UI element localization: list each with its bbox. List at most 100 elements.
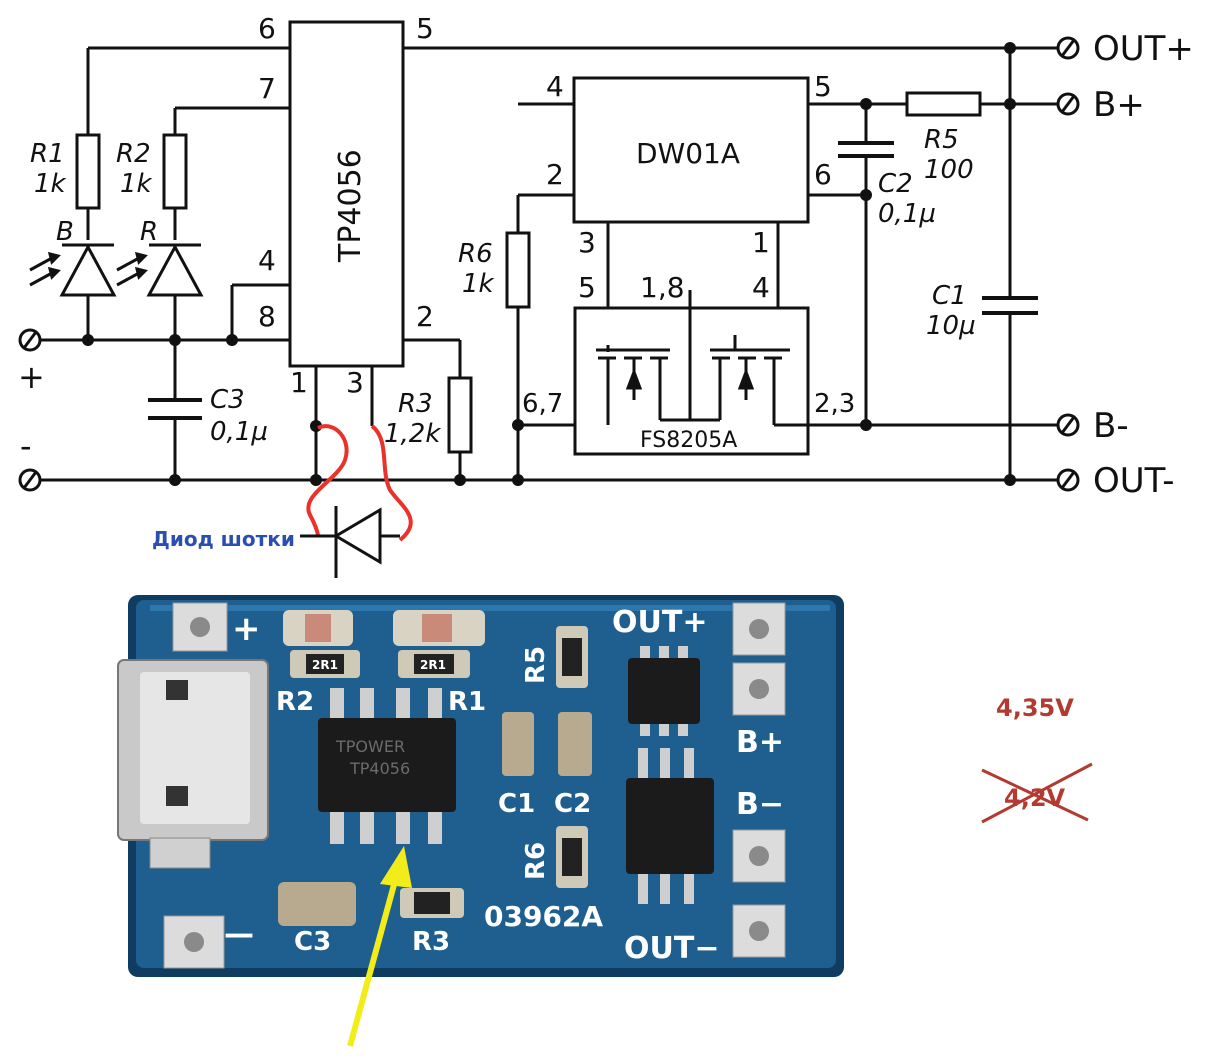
capacitor-c3: C3 0,1µ: [148, 385, 268, 447]
capacitor-c2: C2 0,1µ: [838, 141, 936, 229]
terminal-in-plus: +: [18, 328, 45, 396]
pcb-c2-label: C2: [554, 789, 591, 819]
ic-dw01a: DW01A 4 5 2 6 3 1: [546, 70, 832, 259]
schottky-diode: Диод шотки: [152, 424, 413, 578]
dw01a-pin2: 2: [546, 158, 564, 191]
pcb-r-code-2: 2R1: [420, 658, 446, 672]
pcb-b-minus-label: B−: [736, 787, 784, 822]
pcb-r1-label: R1: [448, 687, 486, 717]
pcb-out-minus-label: OUT−: [624, 931, 719, 966]
ic-dw01a-label: DW01A: [636, 137, 740, 170]
resistor-r6: R6 1k: [458, 231, 531, 309]
schottky-label: Диод шотки: [152, 527, 295, 551]
usb-connector: [117, 659, 269, 869]
terminal-b-plus: B+: [1056, 85, 1145, 125]
terminal-in-minus-label: -: [20, 427, 32, 465]
terminal-b-minus-label: B-: [1093, 406, 1129, 446]
resistor-r3: R3 1,2k: [384, 376, 473, 454]
led-blue: B: [29, 217, 117, 297]
terminal-in-plus-label: +: [18, 358, 45, 396]
c1-value: 10µ: [926, 311, 976, 341]
tp4056-pin4: 4: [258, 244, 276, 277]
ic-tp4056: TP4056 6 5 7 4 8 2 1 3: [258, 12, 434, 399]
junction-dots: [82, 42, 1016, 486]
pcb-chip-brand: TPOWER: [335, 737, 405, 756]
r1-value: 1k: [34, 169, 67, 199]
resistor-r5: R5 100: [905, 91, 982, 185]
pcb-chip-mark: TP4056: [349, 759, 410, 778]
led-b-label: B: [56, 217, 74, 247]
terminal-out-plus: OUT+: [1056, 29, 1194, 69]
fs8205a-pin5: 5: [578, 271, 596, 304]
r6-value: 1k: [462, 269, 495, 299]
ic-tp4056-label: TP4056: [333, 149, 368, 263]
pcb-minus-label: —: [224, 917, 254, 952]
fs8205a-pin23: 2,3: [814, 389, 855, 419]
r2-value: 1k: [120, 169, 153, 199]
r5-value: 100: [924, 155, 974, 185]
old-voltage-label: 4,2V: [1004, 784, 1066, 812]
pcb-leds: [283, 610, 485, 646]
dw01a-pin1: 1: [752, 226, 770, 259]
terminal-out-plus-label: OUT+: [1093, 29, 1194, 69]
pcb-chip-dw01a: [628, 646, 700, 736]
resistor-r1: R1 1k: [30, 133, 101, 210]
pcb-r3-label: R3: [412, 927, 450, 957]
terminal-b-minus: B-: [1056, 406, 1129, 446]
pcb-resistors: 2R1 2R1: [290, 626, 588, 918]
pcb-capacitors: [278, 712, 592, 926]
pcb-pads: [163, 602, 786, 969]
capacitor-c1: C1 10µ: [926, 281, 1038, 341]
c3-value: 0,1µ: [210, 417, 268, 447]
pcb-r2-label: R2: [276, 687, 314, 717]
r2-ref: R2: [116, 139, 151, 169]
c2-ref: C2: [878, 169, 913, 199]
mosfet-right: [710, 335, 808, 427]
new-voltage-label: 4,35V: [996, 694, 1074, 722]
c2-value: 0,1µ: [878, 199, 936, 229]
terminal-b-plus-label: B+: [1093, 85, 1145, 125]
dw01a-pin4: 4: [546, 70, 564, 103]
resistor-r2: R2 1k: [116, 133, 188, 210]
pcb-board-code: 03962A: [484, 900, 603, 933]
r3-value: 1,2k: [384, 419, 441, 449]
pcb-b-plus-label: B+: [736, 725, 784, 760]
yellow-arrow: [347, 846, 412, 1047]
tp4056-pin8: 8: [258, 300, 276, 333]
dw01a-pin6: 6: [814, 158, 832, 191]
dw01a-pin5: 5: [814, 70, 832, 103]
terminal-out-minus-label: OUT-: [1093, 461, 1175, 501]
r6-ref: R6: [458, 239, 493, 269]
terminal-out-minus: OUT-: [1056, 461, 1175, 501]
r3-ref: R3: [398, 389, 433, 419]
fs8205a-pin4: 4: [752, 271, 770, 304]
tp4056-pin3: 3: [346, 366, 364, 399]
dw01a-pin3: 3: [578, 226, 596, 259]
pcb-r5-label: R5: [521, 646, 551, 684]
mosfet-left: [596, 345, 720, 425]
led-r-label: R: [140, 217, 158, 247]
pcb-r6-label: R6: [521, 842, 551, 880]
tp4056-pin5: 5: [416, 12, 434, 45]
r1-ref: R1: [30, 139, 65, 169]
tp4056-pin7: 7: [258, 72, 276, 105]
fs8205a-pin18: 1,8: [640, 271, 685, 304]
r5-ref: R5: [924, 125, 959, 155]
tp4056-pin2: 2: [416, 300, 434, 333]
ic-fs8205a-label: FS8205A: [640, 428, 737, 453]
pcb-c1-label: C1: [498, 789, 535, 819]
tp4056-pin6: 6: [258, 12, 276, 45]
pcb-r-code-1: 2R1: [312, 658, 338, 672]
pcb-chip-fs8205a: [626, 748, 714, 904]
pcb-board: 2R1 2R1: [117, 595, 844, 977]
pcb-chip-tp4056: TPOWER TP4056: [318, 688, 456, 844]
voltage-note: 4,35V 4,2V: [981, 694, 1093, 824]
pcb-plus-label: +: [232, 609, 261, 649]
ic-fs8205a: 5 1,8 4 6,7 2,3 FS8205A: [522, 271, 855, 456]
schematic-wires: [40, 46, 1060, 482]
pcb-c3-label: C3: [294, 927, 331, 957]
fs8205a-pin67: 6,7: [522, 389, 563, 419]
terminal-in-minus: -: [18, 427, 42, 492]
tp4056-pin1: 1: [290, 366, 308, 399]
